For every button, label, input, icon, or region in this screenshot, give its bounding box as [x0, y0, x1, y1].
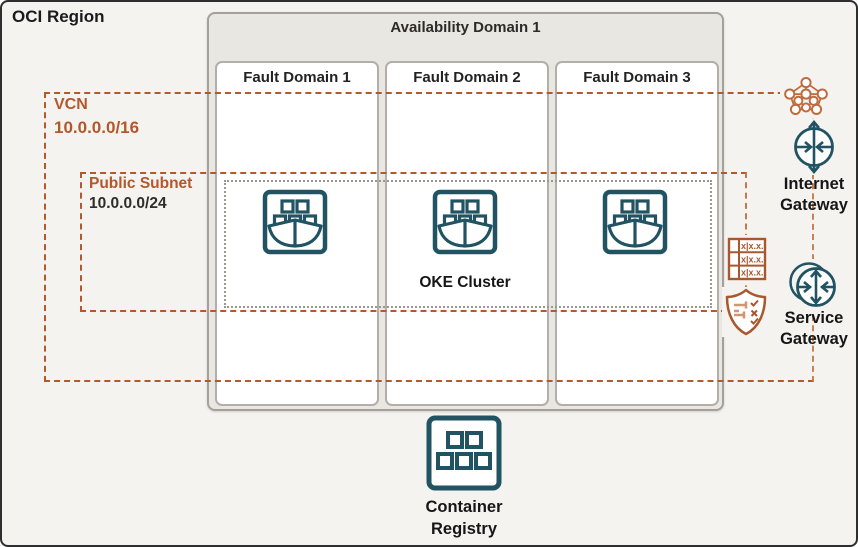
region-label: OCI Region [12, 7, 105, 26]
fault-domain-2-title: Fault Domain 2 [413, 69, 521, 86]
public-subnet-label: Public Subnet [89, 175, 193, 192]
vcn-cidr: 10.0.0.0/16 [54, 118, 140, 137]
oke-cluster-label: OKE Cluster [419, 274, 511, 291]
vcn-labels: VCN 10.0.0.0/16 [54, 96, 139, 138]
oke-node-ship-icon [601, 188, 669, 256]
fault-domain-1-title: Fault Domain 1 [243, 69, 351, 86]
availability-domain-title: Availability Domain 1 [390, 19, 541, 36]
service-gateway-icon [785, 259, 843, 313]
internet-mesh-icon [780, 74, 832, 118]
svg-text:x|x.x.: x|x.x. [741, 268, 764, 278]
service-gateway-label: Service Gateway [780, 309, 848, 348]
internet-gateway-label: Internet Gateway [780, 175, 848, 214]
vcn-boundary [44, 92, 814, 382]
fault-domain-3-title: Fault Domain 3 [583, 69, 691, 86]
route-table-icon: x|x.x. x|x.x. x|x.x. [725, 235, 769, 283]
svg-text:x|x.x.: x|x.x. [741, 254, 764, 264]
container-registry-label: Container Registry [425, 498, 503, 538]
oke-cluster-boundary [224, 180, 712, 308]
internet-gateway-icon [788, 119, 840, 175]
svg-text:x|x.x.: x|x.x. [741, 241, 764, 251]
public-subnet-cidr: 10.0.0.0/24 [89, 195, 167, 212]
oke-node-ship-icon [431, 188, 499, 256]
public-subnet-labels: Public Subnet 10.0.0.0/24 [89, 175, 192, 213]
container-registry-icon [425, 414, 503, 492]
vcn-label: VCN [54, 96, 88, 113]
oke-node-ship-icon [261, 188, 329, 256]
fault-domain-1-box: Fault Domain 1 [215, 61, 379, 406]
security-list-icon [722, 287, 770, 337]
